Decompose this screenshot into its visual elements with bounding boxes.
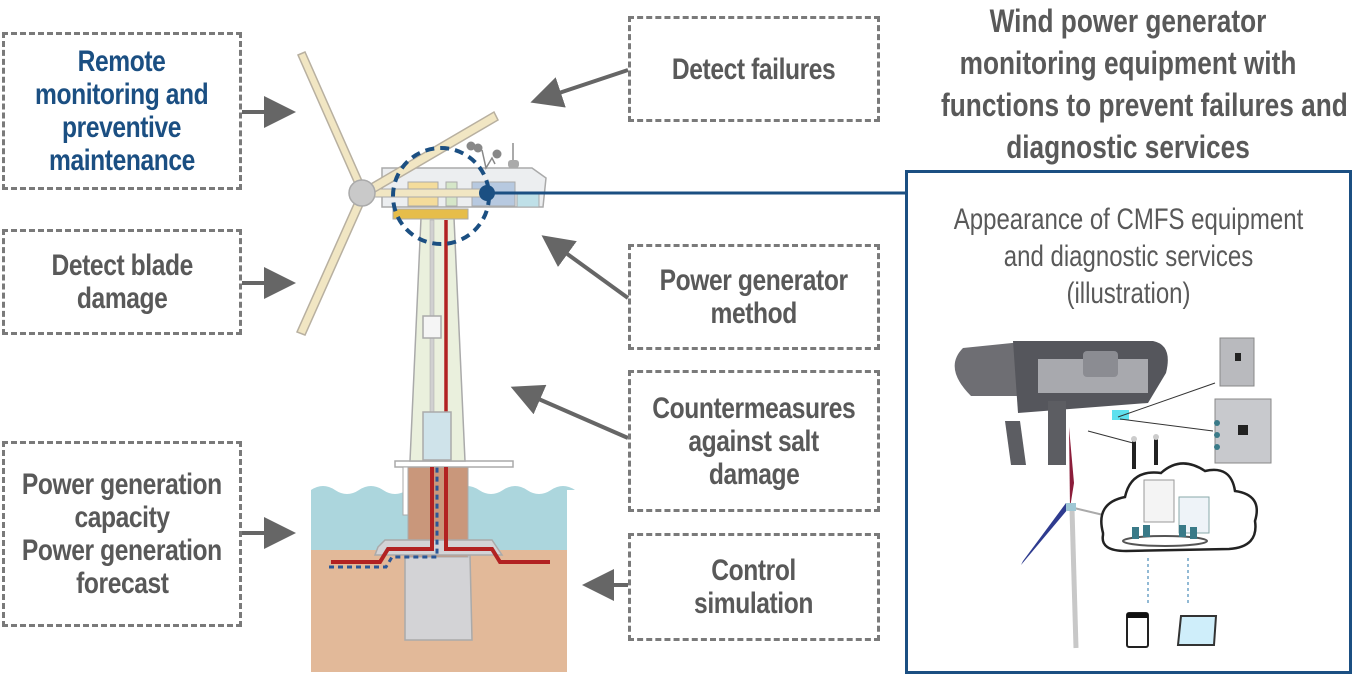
label-power-generator-method: Power generator method (628, 244, 880, 350)
label-line: Remote (78, 45, 166, 78)
tower-panel-large (422, 411, 452, 461)
label-line: forecast (75, 567, 169, 600)
vibration-sensor (1154, 439, 1158, 465)
cmfs-panel: Appearance of CMFS equipment and diagnos… (905, 170, 1352, 674)
label-power-generation: Power generation capacity Power generati… (2, 441, 242, 627)
tower (409, 217, 466, 462)
turbine-blade (1021, 503, 1068, 565)
label-control-simulation: Control simulation (628, 533, 880, 641)
label-line: against salt (688, 424, 820, 458)
label-line: Detect failures (672, 52, 836, 86)
nacelle-with-sensors-illustration (954, 341, 1216, 469)
label-line: simulation (694, 587, 814, 620)
tablet-icon (1176, 615, 1218, 646)
foundation (329, 460, 550, 641)
arrow-detect-failures (530, 68, 629, 108)
label-detect-blade-damage: Detect blade damage (2, 229, 242, 335)
rotor-hub (348, 179, 376, 207)
label-line: damage (76, 282, 168, 315)
label-line: Power generation (22, 534, 222, 567)
arrow-generator-method (541, 235, 630, 300)
control-cabinets (1214, 337, 1272, 464)
title-line: Wind power generator (989, 3, 1267, 39)
blade-lower (295, 194, 368, 336)
smartphone-icon (1126, 612, 1149, 648)
caption-line: (illustration) (1066, 277, 1191, 310)
tower-panel-small (422, 315, 442, 339)
panel-caption: Appearance of CMFS equipment and diagnos… (908, 201, 1349, 312)
caption-line: and diagnostic services (1003, 240, 1254, 273)
label-line: Detect blade (51, 249, 193, 282)
title-line: monitoring equipment with (959, 45, 1297, 81)
label-line: preventive (62, 111, 182, 144)
label-line: monitoring and (35, 78, 209, 111)
label-line: method (710, 297, 798, 330)
cloud-diagnostics-illustration (1100, 462, 1258, 603)
arrows (242, 68, 630, 601)
caption-line: Appearance of CMFS equipment (953, 203, 1304, 236)
wind-turbine-small-illustration (1021, 427, 1117, 649)
label-line: damage (708, 457, 800, 491)
turbine-blade (1069, 427, 1074, 508)
report-document (1143, 479, 1175, 523)
label-line: capacity (74, 501, 170, 534)
title-line: functions to prevent failures and (941, 87, 1348, 123)
sensor-unit (1112, 410, 1129, 420)
label-line: Countermeasures (652, 391, 856, 425)
blade-upper (297, 51, 367, 194)
label-salt-damage: Countermeasures against salt damage (628, 370, 880, 512)
label-line: maintenance (49, 144, 195, 177)
vibration-sensor (1132, 441, 1136, 469)
label-line: Power generation (22, 468, 222, 501)
label-remote-monitoring: Remote monitoring and preventive mainten… (2, 32, 242, 190)
diagram-title: Wind power generator monitoring equipmen… (900, 0, 1356, 168)
label-line: Control (711, 554, 797, 587)
control-cabinet-small (1219, 337, 1255, 387)
title-line: diagnostic services (1006, 129, 1250, 165)
label-detect-failures: Detect failures (628, 16, 880, 122)
label-line: Power generator (660, 264, 848, 297)
arrow-salt-damage (510, 384, 629, 440)
cmfs-illustrations (954, 337, 1272, 649)
